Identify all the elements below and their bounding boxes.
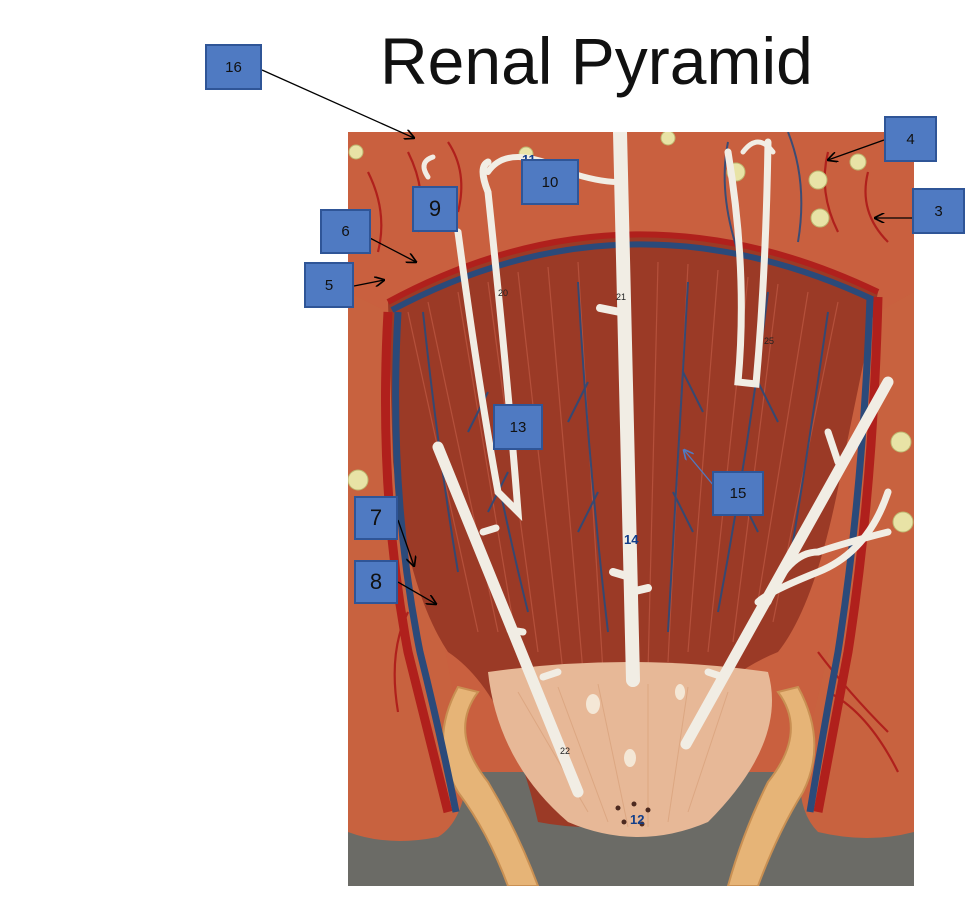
arcuate-artery — [386, 231, 880, 305]
stamp-25: 25 — [764, 336, 774, 346]
collecting-duct-right — [680, 376, 894, 750]
label-6: 6 — [320, 209, 371, 254]
label-9: 9 — [412, 186, 458, 232]
label-7: 7 — [354, 496, 398, 540]
interlobar-vein-right — [806, 296, 874, 813]
label-4: 4 — [884, 116, 937, 162]
label-10: 10 — [521, 159, 579, 205]
stamp-21: 21 — [616, 292, 626, 302]
label-16: 16 — [205, 44, 262, 90]
interlobar-artery-left — [381, 311, 453, 814]
label-8: 8 — [354, 560, 398, 604]
label-3: 3 — [912, 188, 965, 234]
stamp-22: 22 — [560, 746, 570, 756]
interlobar-vein-left — [392, 311, 460, 813]
loop-of-henle-left — [454, 158, 523, 522]
label-5: 5 — [304, 262, 354, 308]
minor-calyx-right — [726, 685, 816, 886]
arcuate-vein — [390, 241, 876, 313]
label-15: 15 — [712, 471, 764, 516]
stamp-20: 20 — [498, 288, 508, 298]
page-title: Renal Pyramid — [380, 24, 813, 98]
stamp-14: 14 — [624, 532, 639, 547]
label-13: 13 — [493, 404, 543, 450]
collecting-duct-left — [432, 441, 584, 798]
renal-pyramid-model-image: 11 14 12 22 21 20 25 — [348, 132, 914, 886]
stamp-12: 12 — [630, 812, 644, 827]
loop-of-henle-right — [724, 138, 772, 388]
